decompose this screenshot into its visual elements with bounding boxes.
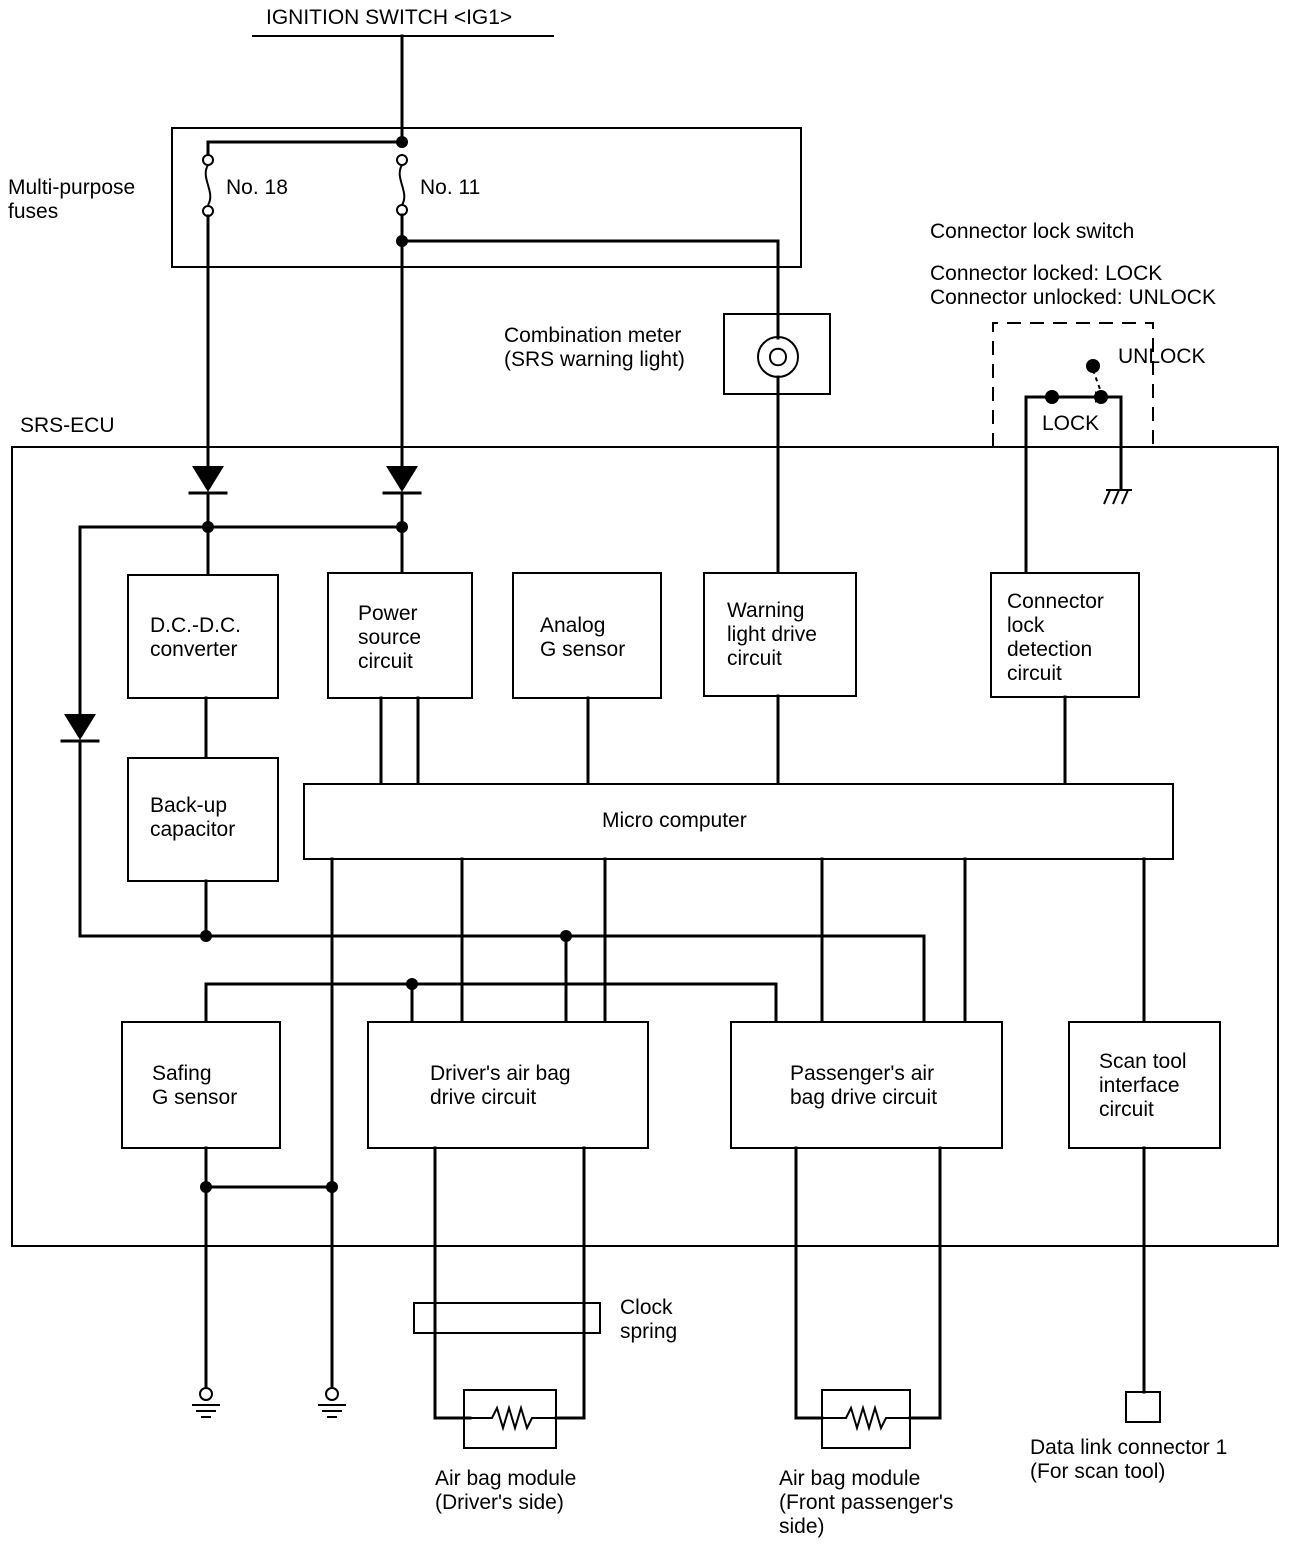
backup-capacitor-block — [127, 757, 279, 882]
diode-icon — [382, 466, 422, 495]
passenger-air-bag-drive-circuit-block — [730, 1021, 1003, 1149]
micro-computer-label: Micro computer — [602, 809, 747, 832]
warning-light-drive-circuit-label: Warning light drive circuit — [727, 599, 823, 670]
power-source-circuit-block — [327, 572, 473, 699]
air-bag-module-driver-label: Air bag module (Driver's side) — [435, 1467, 582, 1514]
warning-light-drive-circuit-block — [703, 572, 857, 697]
connector-lock-switch-housing — [992, 322, 1154, 447]
fuse-box — [171, 127, 802, 268]
safing-g-sensor-label: Safing G sensor — [152, 1062, 237, 1109]
fuse-11-label: No. 11 — [420, 176, 480, 199]
analog-g-sensor-block — [512, 572, 662, 699]
srs-ecu-label: SRS-ECU — [20, 414, 115, 437]
dc-dc-converter-block — [127, 574, 279, 699]
scan-tool-interface-circuit-block — [1068, 1021, 1221, 1149]
connector-lock-detection-circuit-label: Connector lock detection circuit — [1007, 590, 1110, 685]
ground-icon — [192, 1387, 220, 1418]
power-source-circuit-label: Power source circuit — [358, 602, 427, 673]
chassis-ground-icon — [1103, 489, 1132, 505]
squib-resistor-icon — [470, 1404, 556, 1432]
backup-diode-icon — [60, 714, 100, 743]
clock-spring — [413, 1302, 601, 1334]
squib-resistor-icon — [822, 1404, 910, 1432]
dc-dc-converter-label: D.C.-D.C. converter — [150, 614, 247, 661]
fuse-box-label: Multi-purpose fuses — [8, 176, 141, 223]
fuse-18-label: No. 18 — [226, 176, 288, 199]
ignition-switch-label: IGNITION SWITCH <IG1> — [266, 6, 512, 29]
connector-unlocked-text: Connector unlocked: UNLOCK — [930, 286, 1216, 309]
ground-icon — [318, 1387, 346, 1418]
safing-g-sensor-block — [121, 1021, 281, 1149]
air-bag-module-passenger-label: Air bag module (Front passenger's side) — [779, 1467, 959, 1538]
scan-tool-interface-circuit-label: Scan tool interface circuit — [1099, 1050, 1192, 1121]
srs-ecu-box — [11, 446, 1279, 1247]
clock-spring-label: Clock spring — [620, 1296, 678, 1343]
driver-air-bag-drive-circuit-label: Driver's air bag drive circuit — [430, 1062, 576, 1109]
diode-icon — [188, 466, 228, 495]
combination-meter-label: Combination meter (SRS warning light) — [504, 324, 687, 371]
unlock-position-label: UNLOCK — [1118, 345, 1206, 368]
driver-air-bag-drive-circuit-block — [367, 1021, 649, 1149]
data-link-connector-label: Data link connector 1 (For scan tool) — [1030, 1436, 1233, 1483]
fuse-18-icon — [202, 154, 214, 217]
backup-capacitor-label: Back-up capacitor — [150, 794, 235, 841]
connector-lock-detection-circuit-block — [990, 572, 1140, 698]
connector-locked-text: Connector locked: LOCK — [930, 262, 1162, 285]
connector-lock-switch-title: Connector lock switch — [930, 220, 1134, 243]
data-link-connector — [1125, 1391, 1161, 1423]
passenger-air-bag-drive-circuit-label: Passenger's air bag drive circuit — [790, 1062, 940, 1109]
micro-computer-block — [303, 783, 1174, 860]
warning-lamp-icon — [757, 336, 799, 378]
fuse-11-icon — [396, 154, 408, 216]
lock-position-label: LOCK — [1042, 412, 1099, 435]
analog-g-sensor-label: Analog G sensor — [540, 614, 625, 661]
lock-switch-icon — [1045, 359, 1108, 404]
